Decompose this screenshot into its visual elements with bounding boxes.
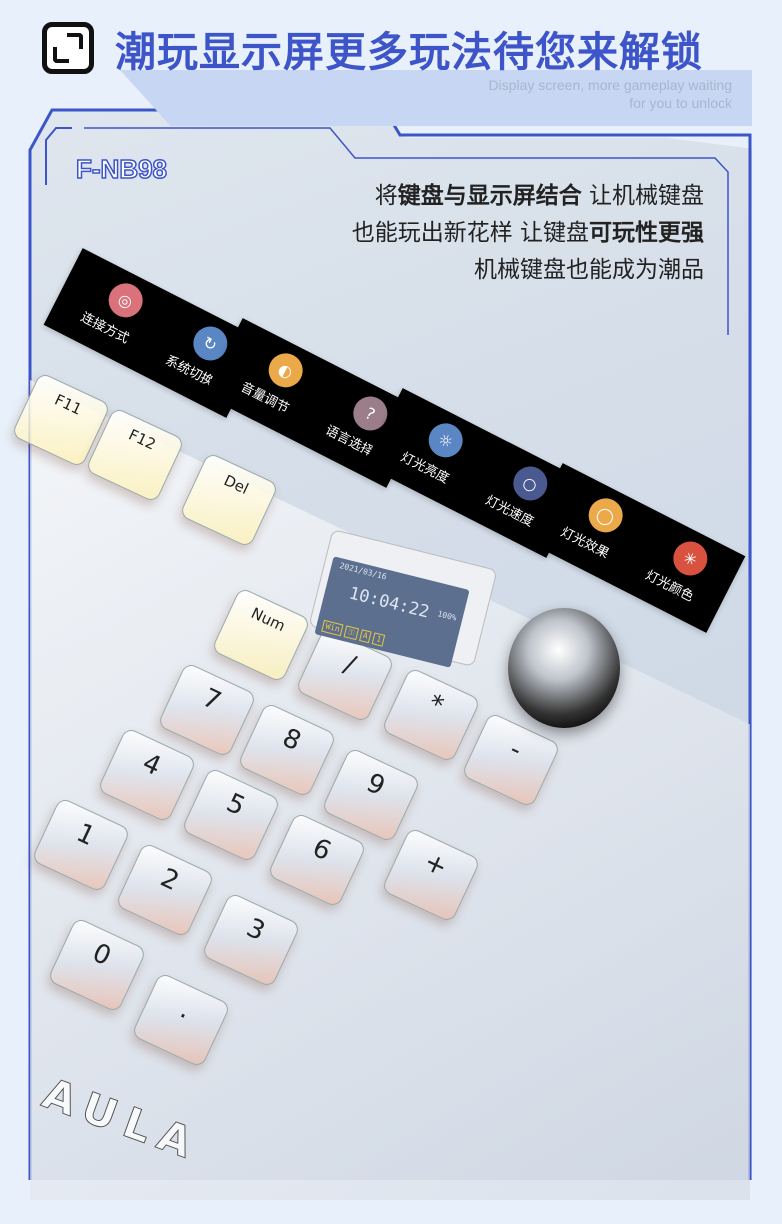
- status-indicator: ⚿: [343, 625, 359, 641]
- page-title: 潮玩显示屏更多玩法待您来解锁: [115, 28, 703, 76]
- subtitle-line: Display screen, more gameplay waiting: [488, 77, 732, 93]
- desc-text: 机械键盘也能成为潮品: [474, 257, 704, 283]
- status-indicator: Win: [321, 619, 344, 637]
- expand-corners-icon: [42, 22, 94, 74]
- desc-text: 让机械键盘: [581, 183, 704, 209]
- status-indicator: A: [358, 629, 373, 644]
- subtitle: Display screen, more gameplay waiting fo…: [488, 76, 732, 112]
- desc-text: 将: [374, 183, 398, 209]
- sun-icon: ☼: [422, 417, 469, 464]
- screen-battery: 100%: [436, 609, 458, 623]
- asterisk-icon: ✳: [667, 535, 714, 582]
- subtitle-line: for you to unlock: [629, 95, 732, 111]
- desc-bold: 键盘与显示屏结合: [397, 183, 582, 209]
- screen-time: 10:04:22: [346, 583, 432, 623]
- model-name: F-NB98: [75, 153, 168, 185]
- desc-bold: 可玩性更强: [589, 220, 704, 246]
- volume-knob: [508, 608, 620, 728]
- bulb-icon: ◯: [582, 492, 629, 539]
- desc-text: 也能玩出新花样 让键盘: [351, 220, 589, 246]
- description: 将键盘与显示屏结合 让机械键盘 也能玩出新花样 让键盘可玩性更强 机械键盘也能成…: [352, 178, 704, 289]
- connection-icon: ◎: [102, 277, 149, 324]
- status-indicator: 1: [372, 632, 386, 647]
- volume-icon: ◐: [262, 347, 309, 394]
- title-band: [120, 70, 752, 126]
